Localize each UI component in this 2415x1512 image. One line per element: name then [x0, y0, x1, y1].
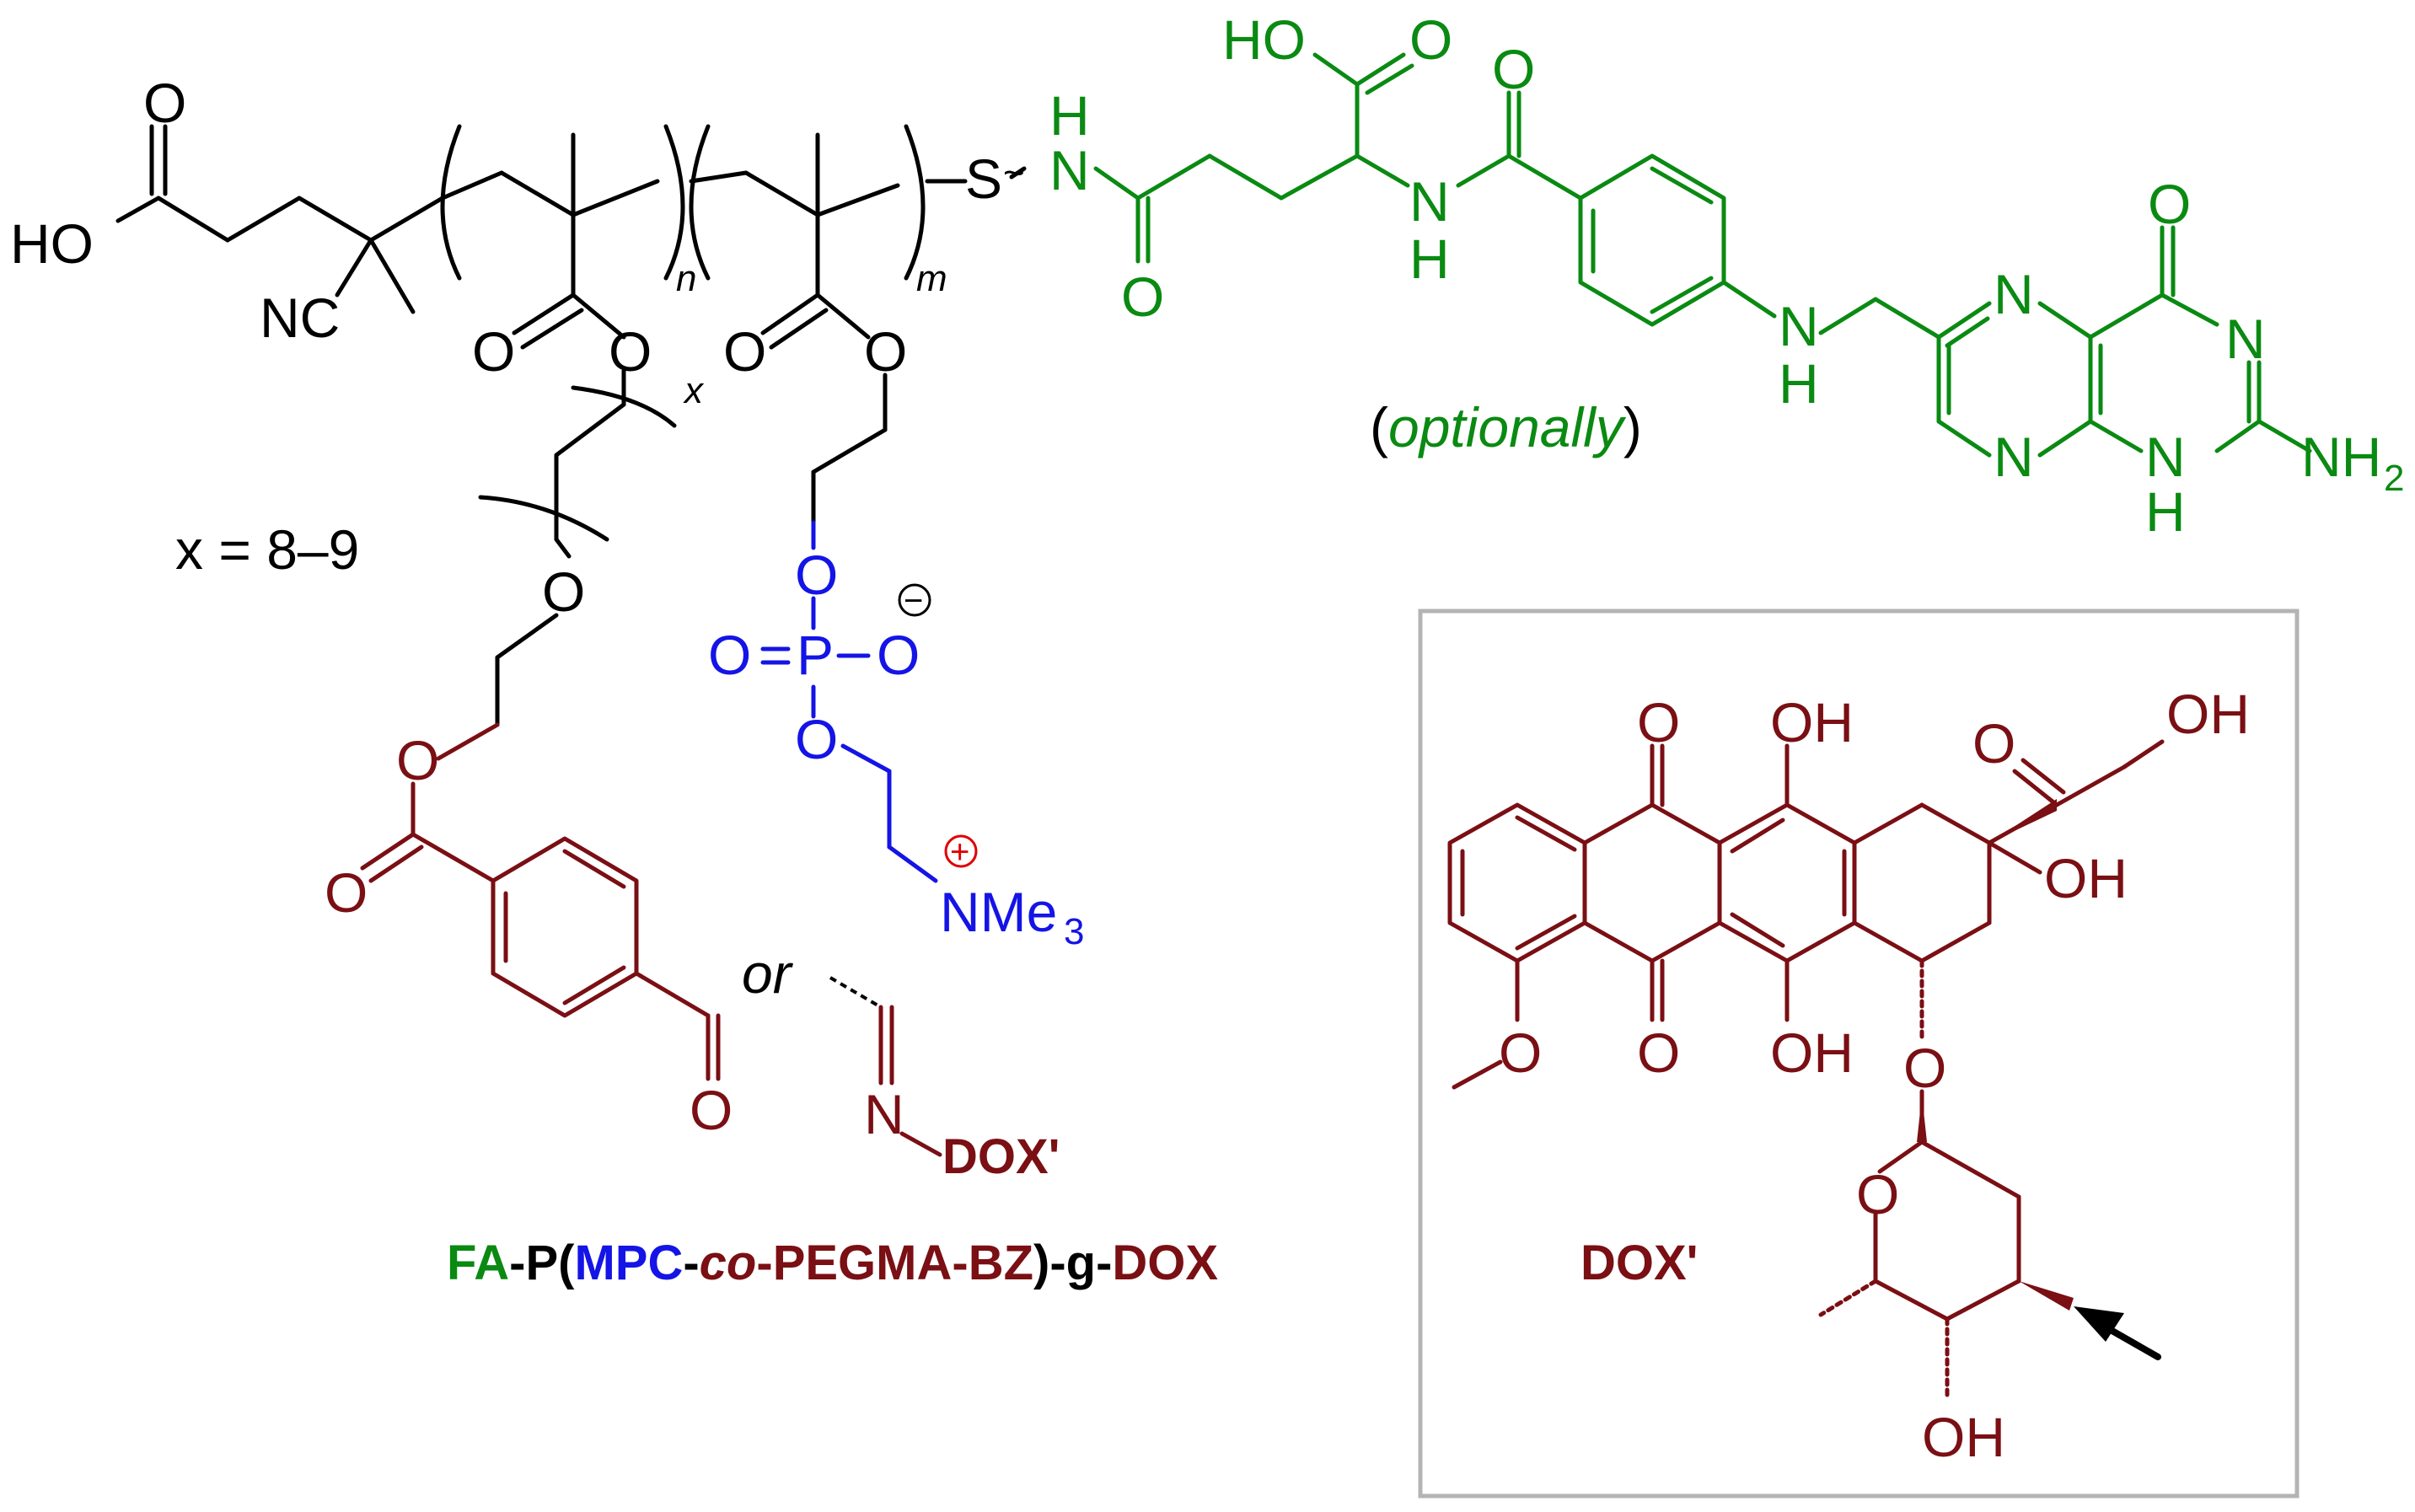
atom-n-amine: N: [1779, 295, 1819, 357]
atom-nh2-sub: 2: [2384, 458, 2404, 499]
atom-ho-acid: HO: [10, 212, 94, 275]
atom-o-phosphate-1: O: [795, 544, 838, 606]
atom-oh-top: OH: [1770, 691, 1854, 753]
phosphorylcholine-segment: [760, 520, 938, 883]
atom-o-sugar-ring: O: [1856, 1163, 1899, 1225]
phosphorylcholine-atom-labels: O O P O O NMe 3: [708, 544, 1084, 952]
atom-n-imine: N: [864, 1083, 904, 1145]
label-optionally: (optionally): [1370, 396, 1642, 458]
atom-o-aldehyde: O: [690, 1079, 733, 1141]
atom-p: P: [797, 624, 834, 686]
wedge-bond-sidechain: [1989, 799, 2057, 843]
imine-dashed-link: [829, 976, 883, 1009]
compound-label: FA-P(MPC-co-PEGMA-BZ)-g-DOX: [447, 1236, 1218, 1290]
atom-nme3-sub: 3: [1064, 911, 1084, 952]
atom-n-pyrazine-1: N: [1994, 263, 2034, 325]
atom-o-ketone: O: [1972, 712, 2015, 775]
doxorubicin-atom-labels: O OH O OH OH O OH O O O OH DOX': [1499, 683, 2250, 1468]
atom-h-amide-1: H: [1049, 84, 1090, 147]
doxorubicin-structure: [1447, 739, 2165, 1402]
atom-o-acid-carbonyl: O: [143, 72, 186, 134]
dox-prime-box: [1418, 609, 2300, 1499]
charge-minus: −: [898, 582, 931, 619]
attachment-arrow: [2074, 1306, 2161, 1360]
atom-h-amide-2: H: [1409, 228, 1450, 290]
atom-o-glycoside: O: [1903, 1037, 1946, 1099]
atom-h-amine: H: [1779, 352, 1819, 415]
subscript-n: n: [676, 258, 696, 299]
atom-o-amide-2: O: [1492, 38, 1535, 100]
atom-o-pterin: O: [2148, 173, 2191, 235]
atom-ho-glu: HO: [1222, 8, 1306, 71]
atom-nh-amino: NH: [2301, 426, 2381, 488]
label-dox-prime-linked: DOX': [942, 1129, 1060, 1184]
atom-o-ester-m-carbonyl: O: [723, 320, 766, 383]
atom-n-pyrimidine-h: N: [2145, 426, 2186, 488]
atom-o-ester-n-carbonyl: O: [472, 320, 515, 383]
atom-oh-bottom: OH: [1770, 1021, 1854, 1084]
atom-n-pyrimidine: N: [2225, 308, 2266, 370]
subscript-x: x: [683, 370, 705, 411]
benzaldehyde-atom-labels: O O O N DOX': [325, 729, 1060, 1184]
atom-oh-hydroxymethyl: OH: [2166, 683, 2250, 745]
charge-minus-sign: −: [904, 582, 923, 619]
atom-h-pyrimidine: H: [2145, 480, 2186, 543]
atom-o-phosphate-2: O: [795, 708, 838, 770]
charge-plus-sign: +: [950, 834, 969, 871]
folate-segment: [1093, 52, 2312, 458]
backbone-atom-labels: O HO NC O O O O S O n m x ~ x = 8–9 or: [10, 72, 1025, 1005]
linker-tilde: ~: [1003, 153, 1025, 194]
atom-oh-sugar: OH: [1922, 1406, 2005, 1468]
benzaldehyde-segment: [360, 722, 942, 1157]
atom-o-phosphate-anion: O: [877, 624, 920, 686]
atom-o-quinone-top: O: [1637, 691, 1680, 753]
subscript-m: m: [916, 258, 947, 299]
atom-o-glu-carbonyl: O: [1409, 8, 1452, 71]
atom-o-ester-m-link: O: [864, 320, 907, 383]
atom-o-ester-bz-link: O: [396, 729, 439, 791]
atom-o-ester-bz-carbonyl: O: [325, 861, 368, 924]
atom-o-phosphate-double: O: [708, 624, 751, 686]
atom-o-quinone-bottom: O: [1637, 1021, 1680, 1084]
charge-plus: +: [944, 834, 978, 871]
atom-o-ester-n-link: O: [609, 320, 652, 383]
polymer-backbone: [115, 124, 1027, 727]
atom-o-amide-1: O: [1121, 265, 1164, 328]
label-dox-prime-box: DOX': [1580, 1236, 1698, 1290]
atom-nme3: NMe: [940, 881, 1057, 943]
atom-nc: NC: [260, 287, 340, 349]
wedge-bond-amine-site: [2019, 1281, 2074, 1311]
label-or: or: [742, 942, 794, 1005]
atom-n-amide-1: N: [1049, 139, 1090, 201]
atom-n-amide-2: N: [1409, 170, 1450, 233]
atom-o-methoxy: O: [1499, 1021, 1542, 1084]
label-x-range: x = 8–9: [175, 518, 359, 581]
atom-oh-tertiary: OH: [2044, 847, 2128, 909]
atom-o-peg-ether: O: [542, 560, 585, 623]
folate-atom-labels: H N O HO O N H O N H N N O N N H NH 2 (o…: [1049, 8, 2404, 543]
atom-n-pyrazine-2: N: [1994, 426, 2034, 488]
wedge-bond-sugar: [1917, 1096, 1927, 1142]
atom-s: S: [965, 147, 1002, 210]
